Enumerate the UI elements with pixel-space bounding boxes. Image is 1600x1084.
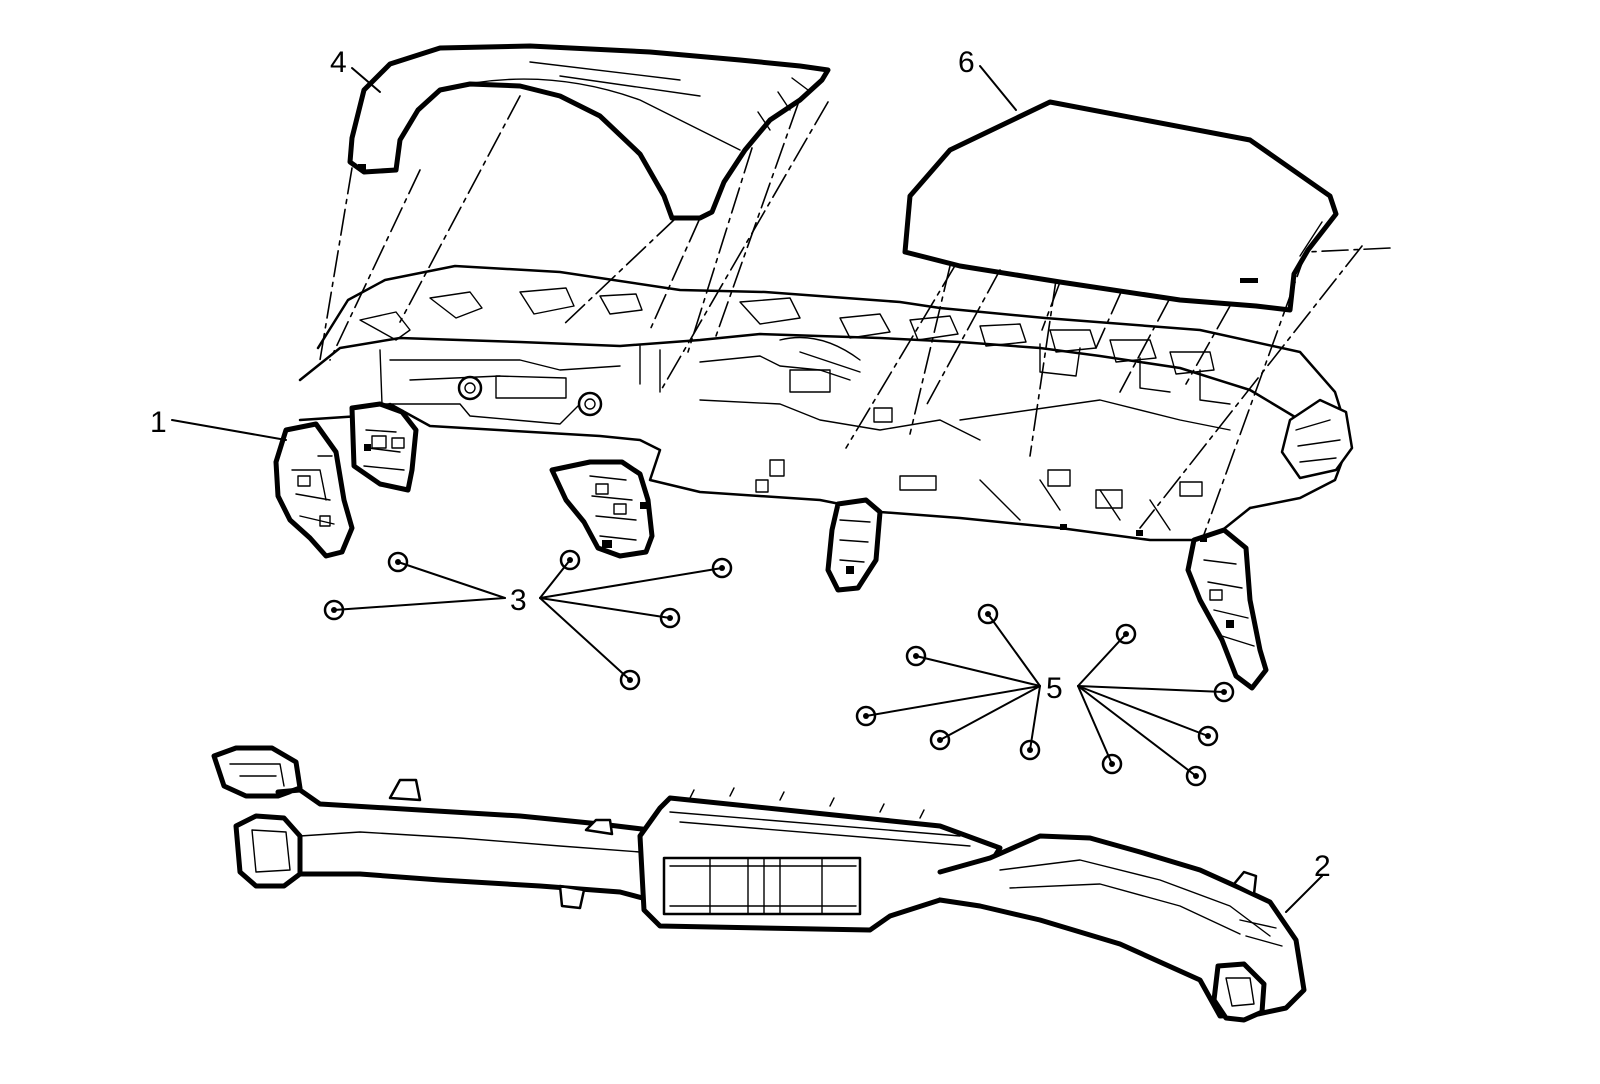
fastener-group-5 [855, 603, 1235, 787]
leader-line-1 [171, 419, 287, 441]
passenger-trim-panel [902, 99, 1339, 313]
leader-line-6 [979, 65, 1017, 111]
leader-lines [171, 65, 1323, 913]
callout-3: 3 [510, 584, 527, 617]
fastener-group-3 [323, 549, 733, 691]
callout-1: 1 [150, 406, 167, 439]
callout-6: 6 [958, 46, 975, 79]
air-distribution-duct [211, 745, 1307, 1023]
leader-line-4 [351, 67, 381, 93]
callout-4: 4 [330, 46, 347, 79]
cluster-trim-panel [347, 43, 831, 221]
leader-line-2 [1285, 875, 1323, 913]
callout-5: 5 [1046, 672, 1063, 705]
callout-2: 2 [1314, 850, 1331, 883]
instrument-panel-carrier [273, 264, 1354, 691]
alignment-lines [319, 95, 1391, 541]
callout-labels: 1 2 3 4 5 6 [150, 46, 1331, 883]
